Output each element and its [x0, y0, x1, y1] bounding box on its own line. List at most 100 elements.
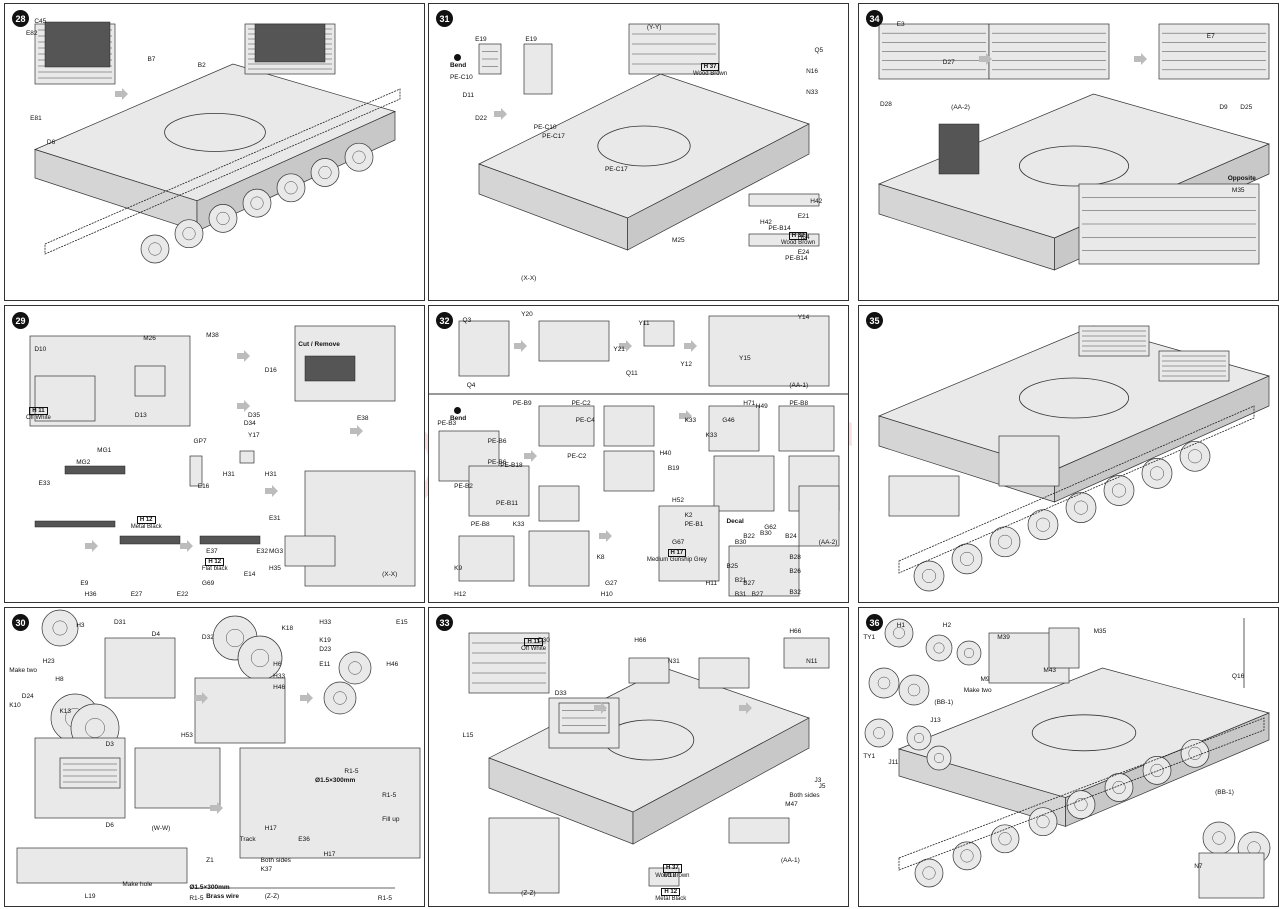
step-number: 31	[436, 10, 453, 27]
part-callout: H6	[273, 660, 282, 668]
part-callout: M39	[997, 633, 1010, 641]
part-callout: H31	[222, 470, 235, 478]
part-callout: (AA-1)	[789, 381, 809, 389]
part-callout: R1-5	[382, 791, 397, 799]
part-callout: E21	[797, 213, 810, 221]
part-callout: E32	[256, 547, 268, 555]
part-callout: Y12	[680, 361, 692, 369]
part-callout: PE-C2	[571, 399, 591, 407]
part-callout: PE-B6	[487, 458, 507, 466]
part-callout: PE-B11	[496, 500, 518, 508]
instruction-note: Both sides	[260, 857, 291, 865]
part-callout: Y20	[521, 310, 533, 318]
part-callout: J11	[888, 758, 899, 766]
cut-remove-note: Cut / Remove	[298, 340, 340, 348]
part-callout: PE-B18	[500, 461, 523, 469]
part-callout: M9	[980, 675, 990, 683]
paint-code-chip: H 37	[788, 231, 808, 241]
part-callout: N7	[1194, 863, 1203, 871]
part-callout: PE-C10	[533, 124, 557, 132]
bend-icon	[454, 54, 462, 62]
assembly-illustration	[864, 618, 1271, 899]
step-number: 29	[12, 312, 29, 329]
step-number: 33	[436, 614, 453, 631]
part-callout: GP7	[193, 438, 207, 446]
part-callout: H46	[386, 660, 399, 668]
instruction-note: Make hole	[122, 881, 153, 889]
part-callout: B24	[785, 532, 797, 540]
part-callout: D30	[537, 636, 550, 644]
part-callout: H17	[264, 824, 277, 832]
part-callout: D34	[243, 420, 256, 428]
bend-icon	[454, 406, 462, 414]
part-callout: H2	[942, 621, 952, 629]
decal-note: Decal	[726, 518, 744, 526]
part-callout: E14	[243, 571, 256, 579]
part-callout: N16	[806, 68, 819, 76]
part-callout: C45	[34, 17, 47, 25]
paint-color-name: Off White	[521, 646, 547, 653]
paint-color-name: Wood Brown	[655, 872, 690, 879]
paint-color-name: Off White	[25, 414, 51, 421]
part-callout: D32	[201, 633, 214, 641]
part-callout: G46	[722, 417, 735, 425]
part-callout: G27	[604, 580, 618, 588]
part-callout: Z1	[206, 857, 214, 865]
part-callout: K10	[9, 702, 21, 710]
part-callout: PE-B6	[487, 438, 507, 446]
part-callout: K33	[512, 521, 525, 529]
part-callout: H66	[789, 627, 802, 635]
part-callout: M38	[206, 331, 219, 339]
part-callout: E81	[30, 115, 42, 123]
part-callout: PE-B3	[437, 420, 457, 428]
part-callout: D6	[46, 139, 56, 147]
part-callout: M43	[1043, 666, 1057, 674]
part-callout: PE-B14	[785, 254, 808, 262]
brass-wire-note: Brass wire	[206, 893, 239, 901]
part-callout: PE-C10	[449, 74, 473, 82]
part-callout: D22	[475, 115, 488, 123]
part-callout: PE-C4	[575, 417, 595, 425]
part-callout: D3	[105, 741, 114, 749]
part-callout: K33	[684, 417, 697, 425]
part-callout: Y15	[739, 355, 751, 363]
step-number: 36	[866, 614, 883, 631]
part-callout: K13	[59, 708, 72, 716]
part-callout: (X-X)	[382, 571, 398, 579]
part-callout: (X-X)	[521, 275, 537, 283]
part-callout: D10	[34, 346, 47, 354]
part-callout: M26	[143, 334, 156, 342]
part-callout: PE-B1	[684, 521, 704, 529]
part-callout: Y14	[797, 313, 810, 321]
part-callout: PE-C17	[542, 133, 565, 141]
part-callout: B21	[734, 577, 747, 585]
part-callout: E24	[797, 248, 810, 256]
part-callout: B22	[743, 532, 755, 540]
part-callout: PE-B8	[789, 399, 809, 407]
part-callout: E16	[197, 482, 210, 490]
part-callout: K37	[260, 866, 273, 874]
part-callout: E38	[356, 414, 369, 422]
paint-code-chip: H 11	[29, 406, 48, 415]
part-callout: E11	[319, 660, 331, 668]
part-callout: E31	[268, 515, 281, 523]
paint-color-name: Flat black	[201, 565, 228, 572]
instruction-note: Fill up	[382, 815, 400, 823]
assembly-illustration	[877, 23, 1271, 271]
part-callout: H23	[42, 657, 55, 665]
part-callout: R1-5	[344, 767, 359, 775]
part-callout: G62	[764, 524, 777, 532]
part-callout: N33	[806, 88, 819, 96]
step-number: 32	[436, 312, 453, 329]
part-callout: H53	[180, 732, 193, 740]
part-callout: B30	[734, 538, 747, 546]
part-callout: H52	[672, 497, 684, 505]
part-callout: H10	[600, 591, 613, 598]
